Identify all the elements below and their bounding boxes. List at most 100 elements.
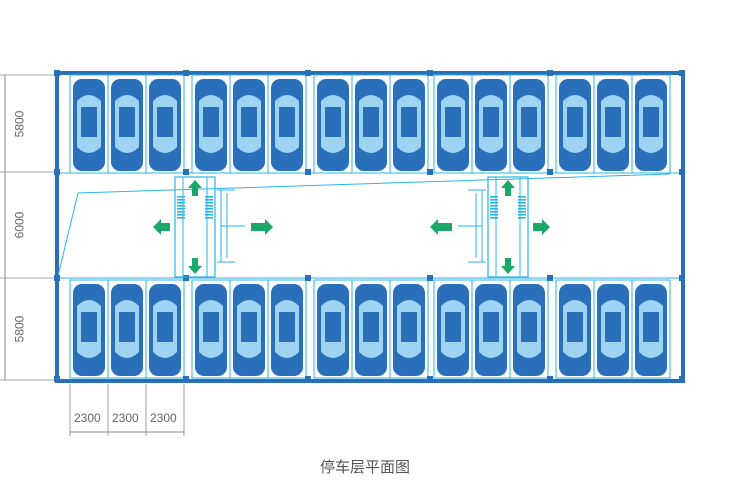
- car-roof: [325, 312, 341, 342]
- car-icon: [271, 284, 303, 376]
- pillar: [679, 376, 685, 382]
- lift-rail: [490, 214, 498, 216]
- arrow-left-icon: [153, 219, 170, 235]
- car-icon: [513, 284, 545, 376]
- car-roof: [643, 107, 659, 137]
- dim-aisle: 6000: [12, 211, 27, 239]
- car-roof: [203, 107, 219, 137]
- car-roof: [401, 312, 417, 342]
- car-roof: [119, 312, 135, 342]
- car-roof: [279, 312, 295, 342]
- car-icon: [475, 79, 507, 171]
- pillar: [54, 169, 60, 175]
- car-icon: [513, 79, 545, 171]
- car-roof: [567, 107, 583, 137]
- lift-mechanism: [217, 189, 245, 263]
- car-icon: [111, 284, 143, 376]
- parking-space: [509, 279, 549, 379]
- lift-rail: [205, 202, 213, 204]
- diagram-caption: 停车层平面图: [319, 459, 410, 476]
- arrow-right-icon: [251, 219, 273, 235]
- car-roof: [605, 107, 621, 137]
- parking-space: [145, 74, 185, 174]
- lift-rail: [518, 214, 526, 216]
- lift-rail: [518, 199, 526, 201]
- car-icon: [317, 284, 349, 376]
- dim-space-3: 2300: [150, 411, 177, 425]
- lift-rail: [205, 208, 213, 210]
- car-icon: [559, 79, 591, 171]
- dim-space-2: 2300: [112, 411, 139, 425]
- parking-space: [267, 279, 307, 379]
- car-icon: [597, 79, 629, 171]
- car-roof: [363, 312, 379, 342]
- pillar: [427, 275, 433, 281]
- car-roof: [521, 312, 537, 342]
- car-roof: [81, 107, 97, 137]
- car-lift-unit: [153, 176, 273, 278]
- lift-rail: [518, 208, 526, 210]
- pillar: [183, 169, 189, 175]
- car-icon: [393, 79, 425, 171]
- car-roof: [643, 312, 659, 342]
- lift-rail: [518, 202, 526, 204]
- car-roof: [521, 107, 537, 137]
- car-icon: [355, 79, 387, 171]
- lift-platform: [182, 176, 208, 278]
- arrow-down-icon: [501, 258, 515, 274]
- pillar: [305, 275, 311, 281]
- lift-rail: [177, 214, 185, 216]
- car-icon: [73, 79, 105, 171]
- outer-frame: [55, 71, 685, 383]
- car-lift-unit: [430, 176, 550, 278]
- car-roof: [81, 312, 97, 342]
- pillar: [547, 275, 553, 281]
- car-roof: [241, 312, 257, 342]
- pillar: [679, 70, 685, 76]
- car-icon: [393, 284, 425, 376]
- car-roof: [157, 107, 173, 137]
- car-icon: [233, 284, 265, 376]
- lift-rail: [490, 202, 498, 204]
- lift-rail: [518, 196, 526, 198]
- pillar: [305, 70, 311, 76]
- car-icon: [437, 284, 469, 376]
- pillar: [427, 169, 433, 175]
- pillar: [305, 376, 311, 382]
- lift-rail: [177, 196, 185, 198]
- pillar: [305, 169, 311, 175]
- pillar: [547, 376, 553, 382]
- lift-rail: [205, 196, 213, 198]
- arrow-up-icon: [188, 180, 202, 196]
- pillar: [183, 275, 189, 281]
- pillar: [427, 70, 433, 76]
- lift-rail: [205, 205, 213, 207]
- car-icon: [111, 79, 143, 171]
- arrow-down-icon: [188, 258, 202, 274]
- car-icon: [635, 79, 667, 171]
- pillar: [183, 376, 189, 382]
- car-roof: [241, 107, 257, 137]
- car-icon: [271, 79, 303, 171]
- car-icon: [195, 284, 227, 376]
- car-roof: [363, 107, 379, 137]
- pillar: [427, 376, 433, 382]
- lift-rail: [205, 214, 213, 216]
- dim-bottom-row: 5800: [12, 315, 27, 343]
- parking-space: [267, 74, 307, 174]
- car-icon: [437, 79, 469, 171]
- lift-rail: [518, 217, 526, 219]
- arrow-up-icon: [501, 180, 515, 196]
- car-icon: [635, 284, 667, 376]
- car-roof: [279, 107, 295, 137]
- lift-rail: [177, 205, 185, 207]
- car-icon: [355, 284, 387, 376]
- lift-rail: [490, 217, 498, 219]
- lift-rail: [205, 217, 213, 219]
- lift-rail: [177, 208, 185, 210]
- car-icon: [233, 79, 265, 171]
- car-icon: [195, 79, 227, 171]
- car-roof: [203, 312, 219, 342]
- car-roof: [483, 312, 499, 342]
